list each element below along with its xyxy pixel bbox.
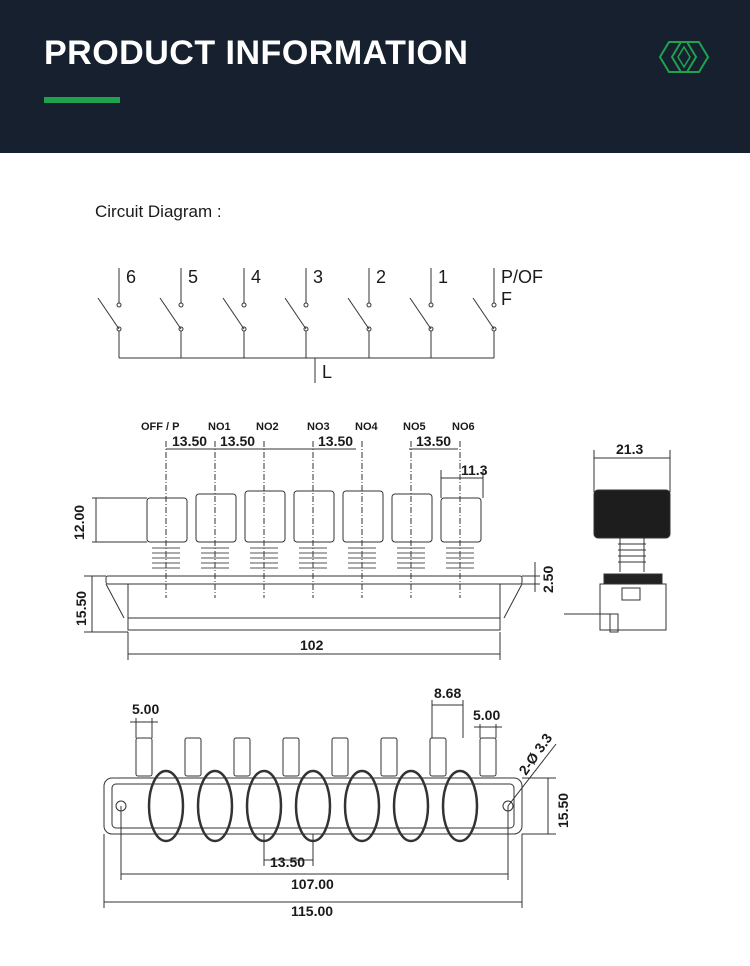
page-title: PRODUCT INFORMATION	[44, 34, 469, 72]
bottom-view	[103, 700, 557, 908]
button-label-no5: NO5	[403, 421, 426, 433]
button-label-no2: NO2	[256, 421, 279, 433]
terminals	[135, 737, 497, 777]
switch-3-label: 3	[313, 267, 323, 287]
button-label-no1: NO1	[208, 421, 231, 433]
switch-6	[97, 268, 122, 358]
pitch-dimension-2: 13.50	[220, 433, 255, 449]
terminal-pitch-dimension: 8.68	[434, 685, 461, 701]
switch-4-label: 4	[251, 267, 261, 287]
button-width-dimension: 11.3	[461, 462, 488, 478]
front-view	[84, 441, 540, 660]
common-label: L	[322, 362, 332, 382]
button-height-dimension: 12.00	[71, 505, 87, 540]
body-length-dimension: 102	[300, 637, 324, 653]
switch-6-label: 6	[126, 267, 136, 287]
hole-spacing-dimension: 107.00	[291, 876, 334, 892]
bottom-pitch-dimension: 13.50	[270, 854, 305, 870]
pof-label-line2: F	[501, 289, 512, 309]
switch-2	[347, 268, 372, 358]
switch-1	[409, 268, 434, 358]
pitch-dimension-3: 13.50	[318, 433, 353, 449]
switch-1-label: 1	[438, 267, 448, 287]
bottom-height-dimension: 15.50	[555, 793, 571, 828]
header-banner: PRODUCT INFORMATION	[0, 0, 750, 153]
button-label-no4: NO4	[355, 421, 379, 433]
side-width-dimension: 21.3	[616, 441, 643, 457]
button-label-no3: NO3	[307, 421, 330, 433]
switch-5-label: 5	[188, 267, 198, 287]
circuit-diagram-caption: Circuit Diagram :	[95, 202, 222, 221]
title-underline	[44, 97, 120, 103]
technical-drawing: 6 5 4 3 2 1 P/OF F L OFF / P NO1 NO2 NO3…	[71, 267, 671, 919]
circuit-schematic	[97, 268, 497, 383]
switch-pof	[472, 268, 497, 358]
plate-thickness-dimension: 2.50	[540, 566, 556, 593]
switch-3	[284, 268, 309, 358]
hexagon-logo-icon	[658, 41, 710, 73]
side-view	[564, 450, 671, 633]
end-terminal-width-dimension: 5.00	[473, 707, 500, 723]
pitch-dimension-1: 13.50	[172, 433, 207, 449]
switch-4	[222, 268, 247, 358]
button-label-no6: NO6	[452, 421, 475, 433]
switch-5	[159, 268, 184, 358]
switch-2-label: 2	[376, 267, 386, 287]
button-label-off-p: OFF / P	[141, 421, 180, 433]
pitch-dimension-4: 13.50	[416, 433, 451, 449]
body-height-dimension: 15.50	[73, 591, 89, 626]
pof-label-line1: P/OF	[501, 267, 543, 287]
terminal-width-dimension: 5.00	[132, 701, 159, 717]
total-length-dimension: 115.00	[291, 903, 333, 919]
